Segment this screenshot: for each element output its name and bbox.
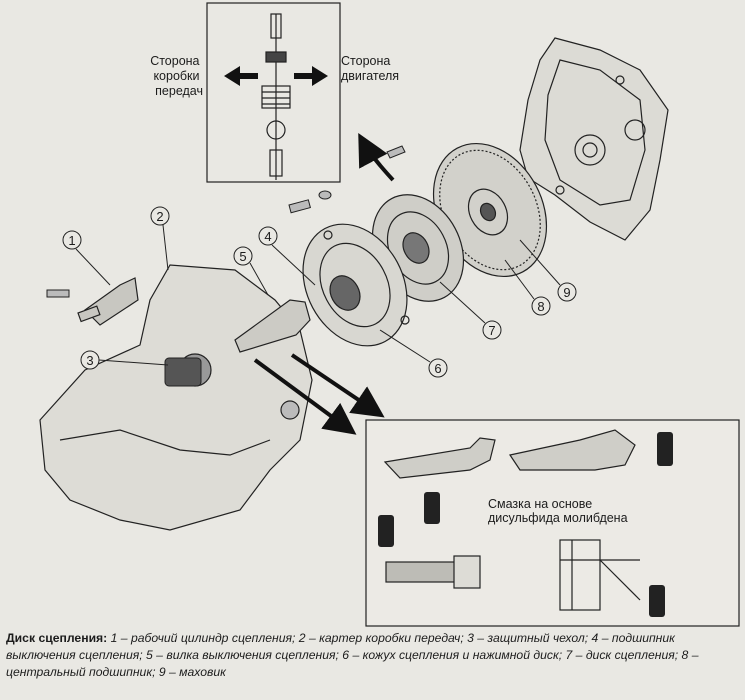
callout-3: 3 <box>86 353 93 368</box>
arrow-right-icon <box>294 66 328 86</box>
release-fork <box>234 299 311 353</box>
cross-section-sketch <box>559 539 641 611</box>
callout-2: 2 <box>156 209 163 224</box>
lubricant-label: Смазка на основе дисульфида молибдена <box>488 497 628 525</box>
release-cylinder <box>77 277 139 326</box>
grease-tube-icons <box>378 432 673 617</box>
figure-caption: Диск сцепления: 1 – рабочий цилиндр сцеп… <box>6 630 741 681</box>
caption-title: Диск сцепления: <box>6 631 108 645</box>
callout-7: 7 <box>488 323 495 338</box>
callout-8: 8 <box>537 299 544 314</box>
callout-1: 1 <box>68 233 75 248</box>
callout-6: 6 <box>434 361 441 376</box>
transmission-side-label: Сторона коробки передач <box>150 54 203 98</box>
bolts <box>46 145 406 298</box>
top-inset: Сторона коробки передач Сторона двигател… <box>150 2 399 183</box>
fork-sketch <box>383 437 496 479</box>
arrow-left-icon <box>224 66 258 86</box>
release-bearing-sketch <box>261 13 291 180</box>
arm-sketch <box>509 429 636 471</box>
bearing-sleeve-sketch <box>385 555 481 589</box>
callout-9: 9 <box>563 285 570 300</box>
caption-body: 1 – рабочий цилиндр сцепления; 2 – карте… <box>6 631 699 679</box>
protective-boot <box>164 357 202 387</box>
callout-4: 4 <box>264 229 271 244</box>
bell-housing-cover <box>519 37 669 241</box>
engine-side-label: Сторона двигателя <box>341 54 399 83</box>
callouts <box>62 206 577 378</box>
pressure-plate <box>302 223 410 347</box>
transmission-case <box>39 264 313 531</box>
direction-arrows <box>253 132 395 435</box>
bottom-inset: Смазка на основе дисульфида молибдена <box>365 419 740 627</box>
callout-5: 5 <box>239 249 246 264</box>
